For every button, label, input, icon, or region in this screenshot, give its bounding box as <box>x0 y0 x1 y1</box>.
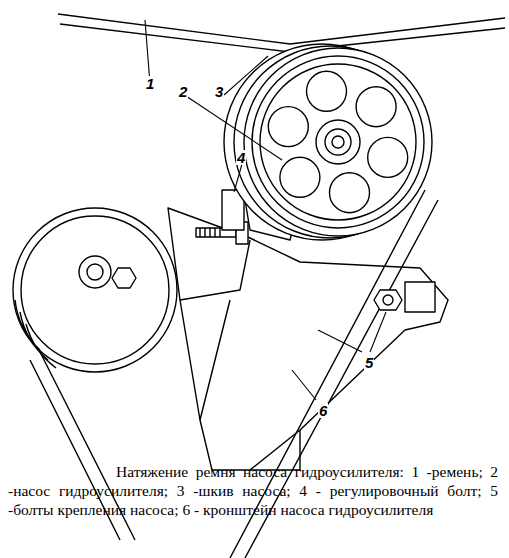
pulley-hole <box>356 87 396 127</box>
pump-bracket <box>168 208 448 470</box>
fixing-bolt <box>374 290 402 310</box>
crank-pulley <box>13 208 177 372</box>
pulley-hole <box>280 157 320 197</box>
callout-number: 3 <box>214 84 224 99</box>
pulley-hole <box>307 71 347 111</box>
callout-number: 2 <box>178 84 188 99</box>
callout-number: 5 <box>364 355 374 370</box>
pulley-holes <box>268 71 407 212</box>
callout-number: 4 <box>236 150 246 165</box>
pulley-hole <box>268 107 308 147</box>
leader-lines <box>145 20 386 400</box>
callout-number: 6 <box>318 403 328 418</box>
adjusting-bolt <box>196 190 248 244</box>
callout-number: 1 <box>145 76 155 91</box>
figure-caption: Натяжение ремня насоса гидроусилителя: 1… <box>8 462 498 519</box>
pulley-hole <box>368 137 408 177</box>
pulley-hole <box>330 173 370 213</box>
